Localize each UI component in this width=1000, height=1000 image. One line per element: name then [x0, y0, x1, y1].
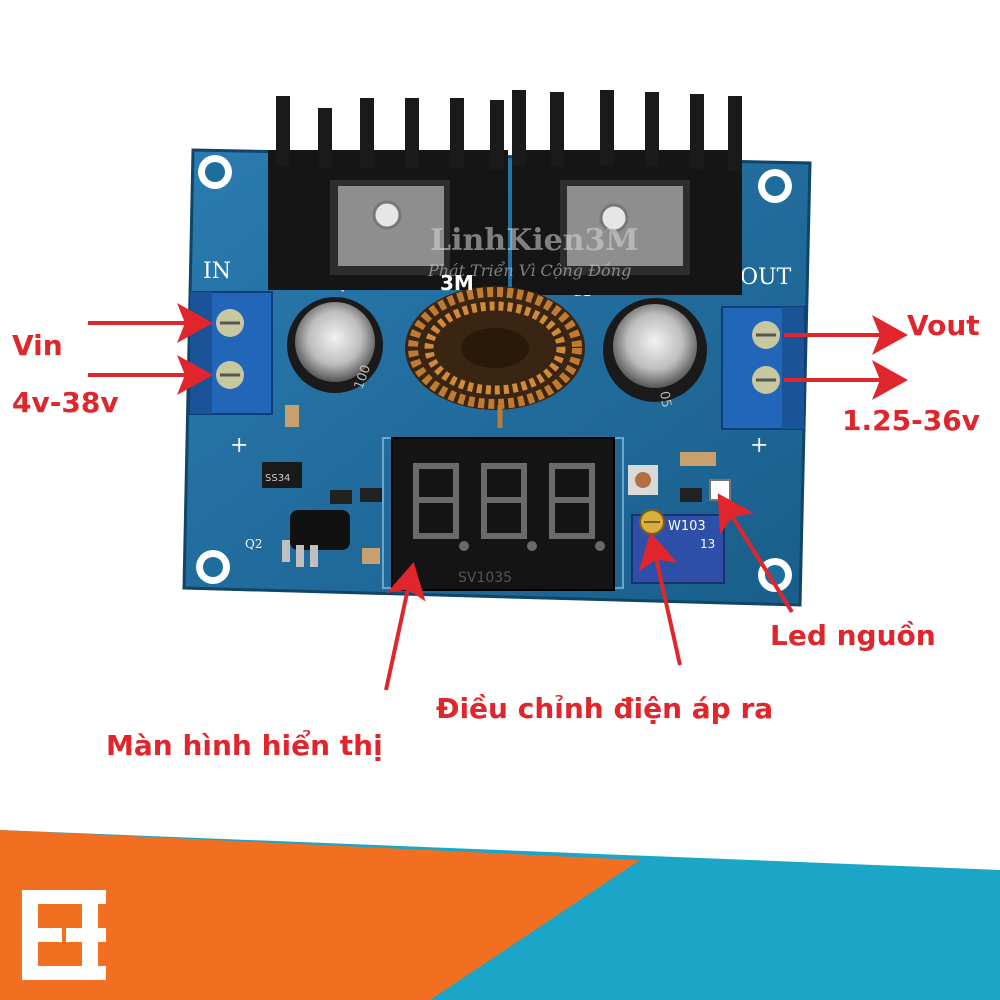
capacitor-output: 05 [603, 298, 707, 409]
display-model: SV1035 [458, 570, 512, 586]
label-vout: Vout [907, 309, 980, 342]
silk-q2: Q2 [245, 537, 262, 551]
seven-segment-display: SV1035 [391, 437, 615, 591]
label-led: Led nguồn [770, 619, 936, 652]
smd-resistor [680, 488, 702, 502]
label-vin-range: 4v-38v [12, 386, 119, 419]
pot-code: W103 [668, 519, 706, 534]
label-adjust: Điều chỉnh điện áp ra [436, 692, 773, 725]
smd-resistor [362, 548, 380, 564]
trim-potentiometer-small [628, 465, 658, 495]
terminal-screw [752, 366, 780, 394]
smd-resistor [330, 490, 352, 504]
smd-resistor [360, 488, 382, 502]
pot-sub: 13 [700, 537, 715, 551]
inductor: 3M [405, 271, 585, 428]
label-vin: Vin [12, 329, 63, 362]
voltage-adjust-potentiometer: W103 13 [631, 509, 725, 584]
screw [372, 200, 402, 230]
mounting-hole [196, 550, 230, 584]
mounting-hole [758, 169, 792, 203]
annotation-arrows [88, 303, 908, 691]
smd-resistor [285, 405, 299, 427]
watermark: LinhKien3M Phát Triển Vì Cộng Đồng [427, 223, 639, 280]
heatsink-left [268, 96, 508, 290]
transistor-q2 [282, 510, 350, 567]
silk-label-in: IN [203, 259, 231, 284]
terminal-block-output [721, 306, 805, 430]
watermark-tagline: Phát Triển Vì Cộng Đồng [427, 261, 631, 280]
label-display: Màn hình hiển thị [106, 728, 383, 762]
bottom-banner [0, 830, 1000, 1000]
arrow-adjust [638, 532, 682, 666]
decimal-point [595, 541, 605, 551]
silk-plus-right: + [750, 433, 768, 458]
watermark-title: LinhKien3M [430, 223, 639, 258]
decimal-point [527, 541, 537, 551]
brand-logo [22, 890, 106, 980]
mounting-hole [198, 155, 232, 189]
decimal-point [459, 541, 469, 551]
diode-mark: SS34 [265, 473, 290, 484]
silk-plus-left: + [230, 433, 248, 458]
capacitor-input: 100 [287, 297, 383, 393]
terminal-block-input [189, 291, 273, 415]
inductor-mark: 3M [440, 271, 474, 295]
arrow-led [717, 493, 794, 614]
power-led [709, 479, 731, 501]
terminal-screw [216, 309, 244, 337]
arrow-display [384, 562, 426, 691]
capacitor-mark: 05 [656, 390, 674, 409]
digit-3 [549, 463, 595, 539]
diode-ss34: SS34 [262, 462, 302, 488]
heatsink-right [512, 90, 742, 295]
silk-label-out: OUT [740, 265, 792, 290]
digit-2 [481, 463, 527, 539]
smd-resistor [680, 452, 716, 466]
digit-1 [413, 463, 459, 539]
label-vout-range: 1.25-36v [842, 404, 980, 437]
terminal-screw [752, 321, 780, 349]
terminal-screw [216, 361, 244, 389]
screw [599, 203, 629, 233]
